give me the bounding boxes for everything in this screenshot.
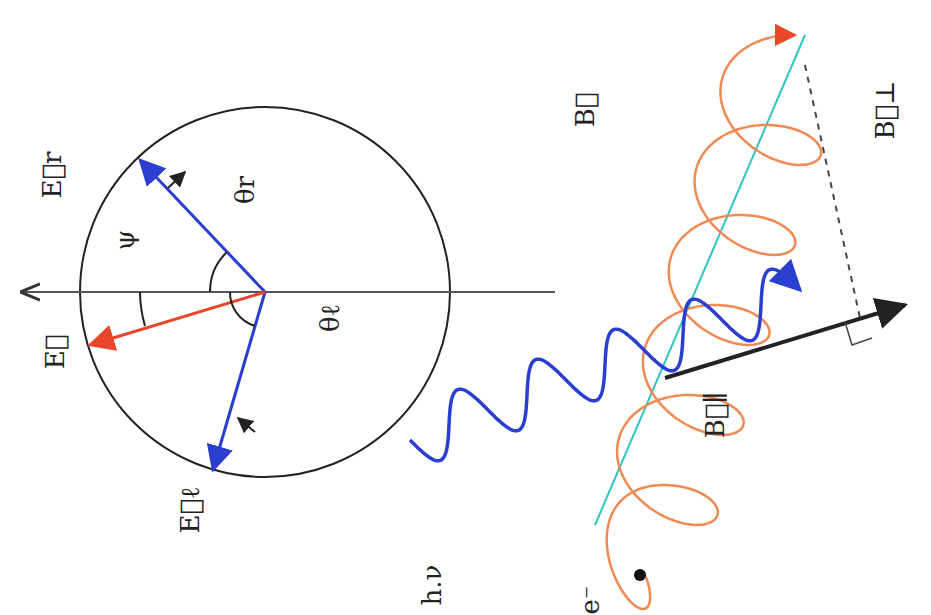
label-e: E⃗ <box>42 335 68 370</box>
label-b: B⃗ <box>572 93 598 128</box>
right-angle <box>845 322 872 345</box>
perpendicular-line <box>805 65 860 318</box>
label-b-perp: B⃗⊥ <box>872 80 898 139</box>
label-theta-r: θr <box>232 176 258 204</box>
photon-wave <box>410 269 800 461</box>
angle-arc <box>210 252 227 292</box>
electron <box>634 569 646 581</box>
axis <box>22 291 555 293</box>
vector-el <box>213 292 265 470</box>
label-b-parallel: B⃗∥ <box>702 392 728 439</box>
angle-arc <box>140 292 145 326</box>
label-electron: e⁻ <box>577 585 603 614</box>
vector-er <box>140 160 265 292</box>
rotation-arrow <box>238 418 255 432</box>
angle-arc <box>230 292 255 326</box>
label-theta-l: θℓ <box>317 304 343 332</box>
field-line <box>595 35 805 525</box>
label-el: E⃗ℓ <box>177 486 203 533</box>
vector-b-parallel <box>665 305 905 378</box>
label-er: E⃗r <box>39 151 65 198</box>
helix-path <box>607 35 822 609</box>
rotation-arrow <box>168 172 185 188</box>
vector-e <box>90 292 265 345</box>
wave-path <box>410 269 800 461</box>
label-psi: ψ <box>112 230 138 250</box>
label-photon: h.ν <box>419 565 445 606</box>
electron-helix <box>607 35 822 609</box>
